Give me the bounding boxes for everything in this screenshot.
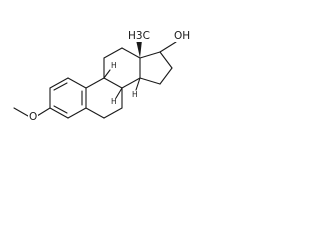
bond (103, 107, 123, 119)
stereo-bond (135, 77, 141, 91)
wedge-bond (136, 40, 142, 58)
methyl-label: H3C (128, 30, 150, 42)
bond (159, 51, 173, 69)
methoxy-oxygen-label: O (29, 111, 37, 123)
bond (67, 107, 87, 119)
bond (159, 41, 177, 53)
substituents (13, 40, 177, 117)
bond (139, 51, 161, 59)
hydroxyl-label: OH (174, 30, 190, 42)
stereo-bond (103, 69, 111, 79)
bond (49, 107, 69, 119)
atom-labels: OH H3C O H H H (28, 29, 192, 123)
bond (103, 47, 123, 59)
ring-d (139, 51, 173, 85)
structure-diagram: OH H3C O H H H (13, 29, 192, 123)
double-bond (53, 82, 68, 91)
bond (121, 77, 141, 89)
bond (139, 77, 161, 85)
bond (36, 107, 51, 117)
bond (159, 67, 173, 85)
bond (49, 77, 69, 89)
bond (85, 77, 105, 89)
ring-b (85, 77, 123, 119)
bond (67, 77, 87, 89)
bond (13, 107, 29, 117)
stereo-h-label: H (132, 90, 138, 99)
bond (121, 47, 141, 59)
bond (103, 77, 123, 89)
double-bond (53, 105, 68, 114)
stereo-h-label: H (111, 61, 117, 70)
stereo-bond (115, 87, 123, 99)
ring-c (103, 47, 141, 89)
stereo-h-label: H (111, 97, 117, 106)
ring-a (49, 77, 87, 119)
bond (85, 107, 105, 119)
